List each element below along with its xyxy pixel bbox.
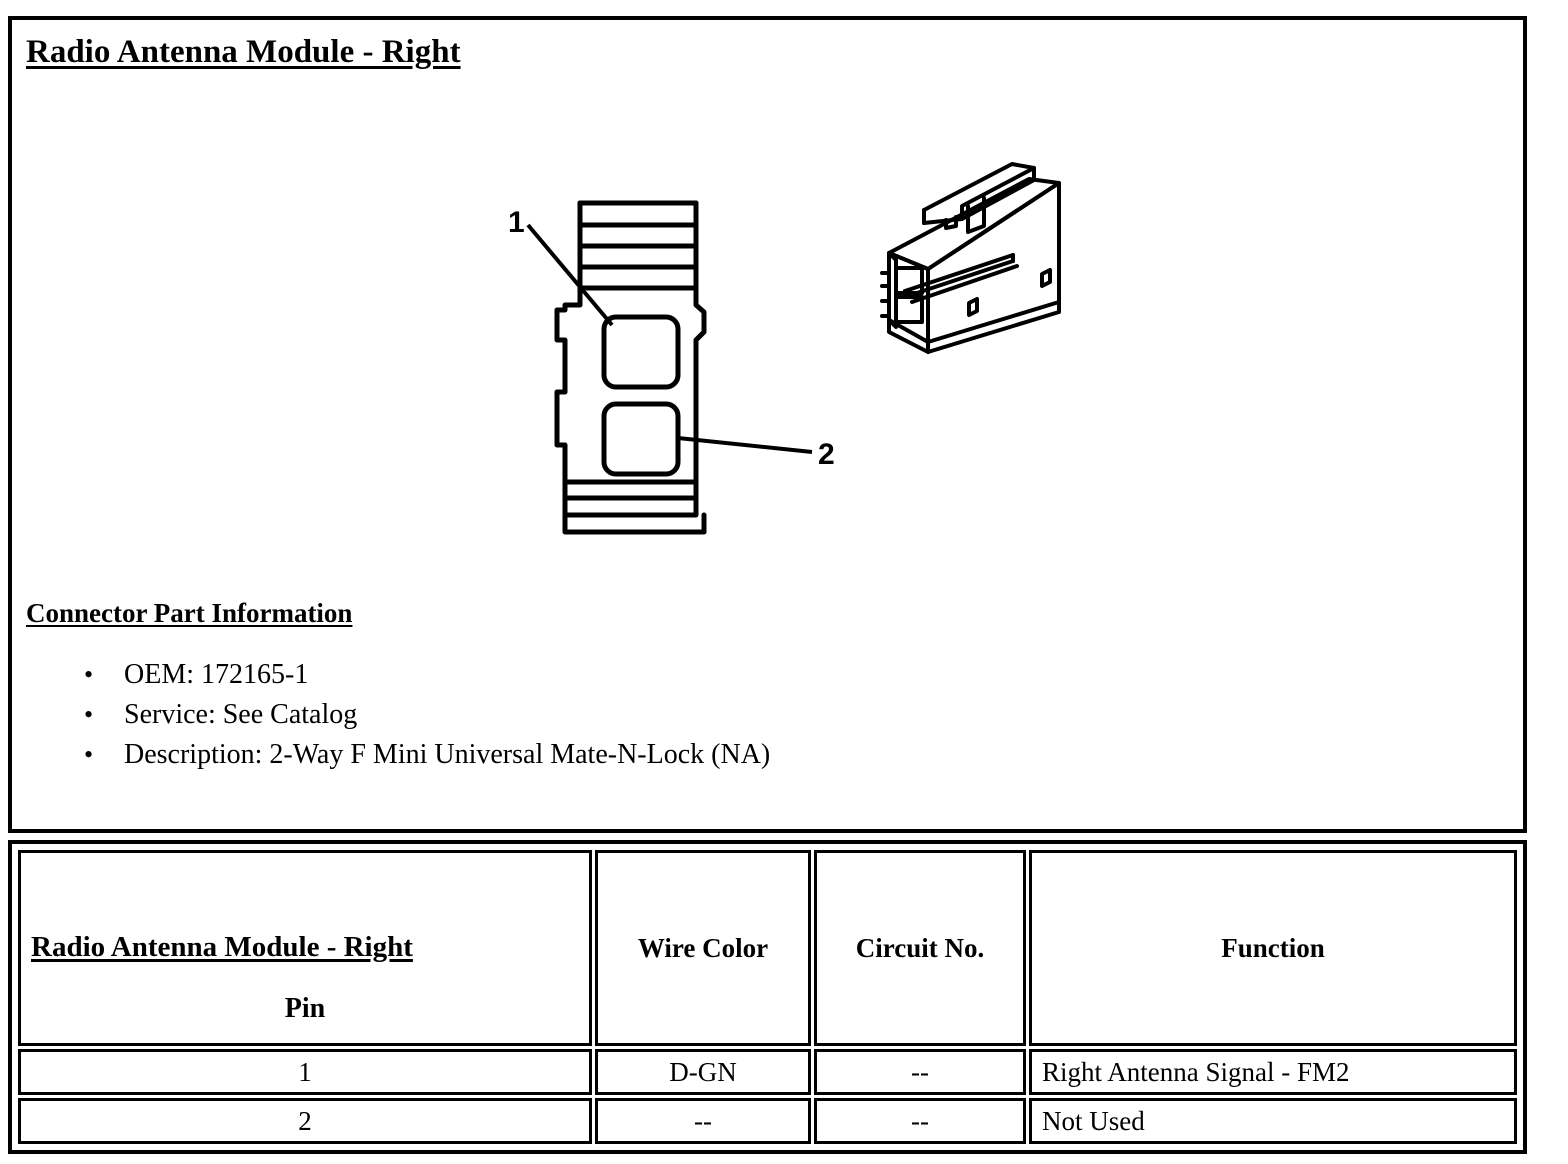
callout-leader-2 bbox=[677, 436, 813, 454]
part-info-item-description: • Description: 2-Way F Mini Universal Ma… bbox=[26, 735, 1026, 775]
header-connector-name: Radio Antenna Module - Right bbox=[31, 931, 413, 963]
pin-cavity-upper bbox=[601, 314, 681, 390]
bullet-icon: • bbox=[84, 740, 94, 769]
part-info-item-label: Service: See Catalog bbox=[124, 699, 358, 730]
cell-pin: 1 bbox=[18, 1049, 592, 1095]
page-title: Radio Antenna Module - Right bbox=[26, 34, 461, 70]
part-info-heading: Connector Part Information bbox=[26, 598, 353, 628]
callout-leader-1 bbox=[526, 223, 614, 327]
callout-label-2: 2 bbox=[818, 438, 835, 471]
cell-function: Right Antenna Signal - FM2 bbox=[1029, 1049, 1517, 1095]
part-info-item-label: Description: 2-Way F Mini Universal Mate… bbox=[124, 739, 771, 770]
cell-pin: 2 bbox=[18, 1098, 592, 1144]
connector-face-view bbox=[554, 200, 707, 535]
cell-wire-color: -- bbox=[595, 1098, 811, 1144]
part-info-item-label: OEM: 172165-1 bbox=[124, 659, 309, 690]
header-cell-pin: Radio Antenna Module - Right Pin bbox=[18, 850, 592, 1046]
callout-label-1: 1 bbox=[508, 206, 525, 239]
cell-circuit-no: -- bbox=[814, 1098, 1026, 1144]
header-pin-label: Pin bbox=[284, 993, 326, 1024]
cell-circuit-no: -- bbox=[814, 1049, 1026, 1095]
part-info-item-service: • Service: See Catalog bbox=[26, 695, 1026, 735]
part-info-item-oem: • OEM: 172165-1 bbox=[26, 655, 1026, 695]
header-cell-function: Function bbox=[1029, 850, 1517, 1046]
pinout-table-container: Radio Antenna Module - Right Pin Wire Co… bbox=[8, 840, 1527, 1154]
pinout-table: Radio Antenna Module - Right Pin Wire Co… bbox=[15, 847, 1520, 1147]
table-row: 1 D-GN -- Right Antenna Signal - FM2 bbox=[18, 1049, 1517, 1095]
header-cell-circuit-no: Circuit No. bbox=[814, 850, 1026, 1046]
connector-isometric-view bbox=[880, 162, 1061, 354]
pin-cavity-lower bbox=[601, 401, 681, 477]
cell-function: Not Used bbox=[1029, 1098, 1517, 1144]
connector-artwork: 1 2 bbox=[508, 162, 1061, 535]
cell-wire-color: D-GN bbox=[595, 1049, 811, 1095]
connector-part-information: Connector Part Information • OEM: 172165… bbox=[26, 598, 1026, 775]
table-header-row: Radio Antenna Module - Right Pin Wire Co… bbox=[18, 850, 1517, 1046]
header-cell-wire-color: Wire Color bbox=[595, 850, 811, 1046]
connector-diagram-panel: Radio Antenna Module - Right 1 bbox=[8, 16, 1527, 833]
bullet-icon: • bbox=[84, 660, 94, 689]
table-row: 2 -- -- Not Used bbox=[18, 1098, 1517, 1144]
part-info-list: • OEM: 172165-1 • Service: See Catalog •… bbox=[26, 655, 1026, 775]
bullet-icon: • bbox=[84, 700, 94, 729]
